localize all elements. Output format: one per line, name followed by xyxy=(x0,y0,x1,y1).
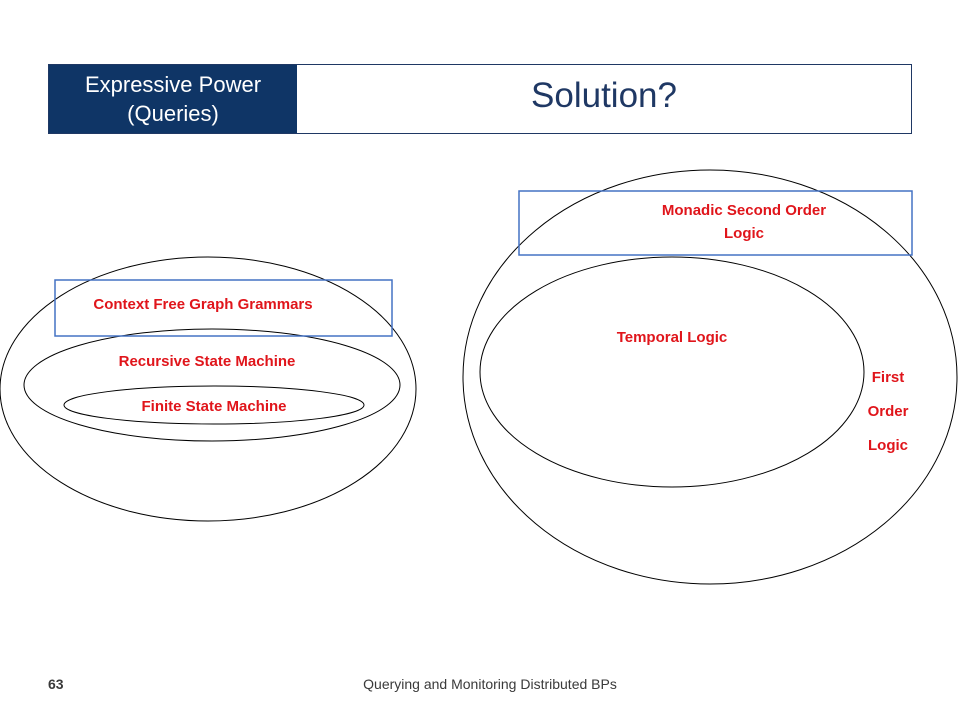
left-middle-ellipse xyxy=(23,328,401,442)
context-free-label: Context Free Graph Grammars xyxy=(93,296,312,313)
footer-text: Querying and Monitoring Distributed BPs xyxy=(363,676,617,692)
page-number: 63 xyxy=(48,676,64,692)
right-outer-ellipse xyxy=(462,169,958,585)
section-tab: Expressive Power (Queries) xyxy=(49,65,297,133)
first-order-logic-label-line3: Logic xyxy=(868,437,908,454)
temporal-logic-label: Temporal Logic xyxy=(617,329,728,346)
left-inner-ellipse xyxy=(63,385,365,425)
recursive-state-machine-label: Recursive State Machine xyxy=(119,353,296,370)
section-tab-line2: (Queries) xyxy=(127,101,219,126)
monadic-second-order-box xyxy=(518,190,913,256)
monadic-second-order-label-line1: Monadic Second Order xyxy=(662,202,826,219)
finite-state-machine-label: Finite State Machine xyxy=(141,398,286,415)
first-order-logic-label-line1: First xyxy=(872,369,905,386)
left-outer-ellipse xyxy=(0,256,417,522)
slide-header: Expressive Power (Queries) Solution? xyxy=(48,64,912,134)
slide-footer: 63 Querying and Monitoring Distributed B… xyxy=(0,676,960,696)
slide-title: Solution? xyxy=(531,76,677,115)
first-order-logic-label-line2: Order xyxy=(868,403,909,420)
right-inner-ellipse xyxy=(479,256,865,488)
context-free-box xyxy=(54,279,393,337)
section-tab-line1: Expressive Power xyxy=(84,72,262,97)
monadic-second-order-label-line2: Logic xyxy=(724,225,764,242)
